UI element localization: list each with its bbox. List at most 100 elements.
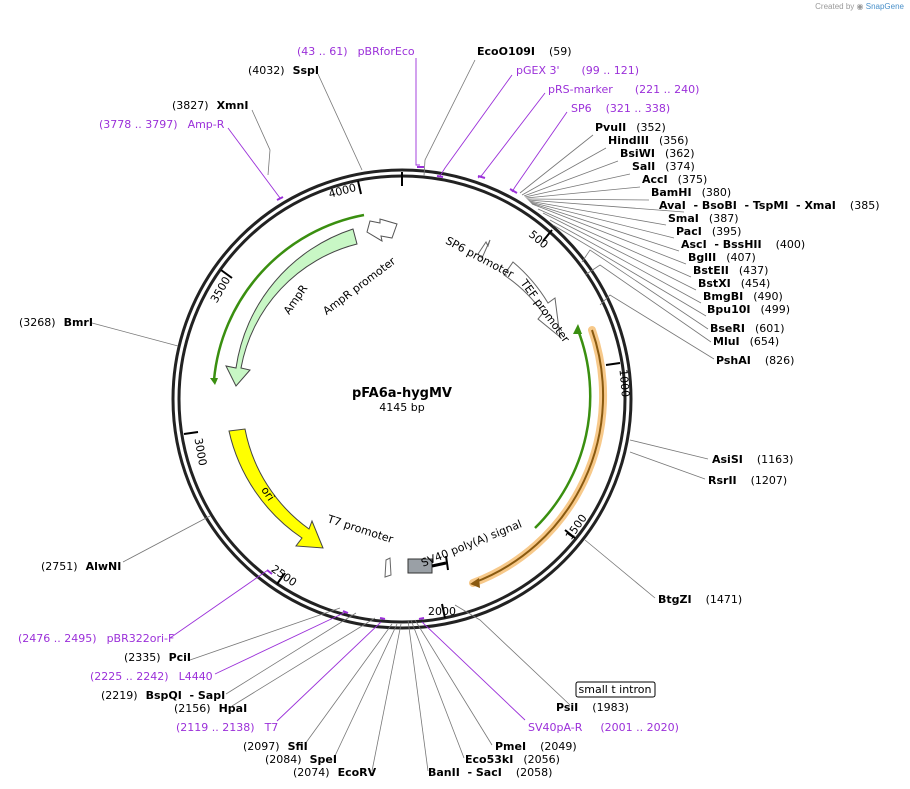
enzyme-name-bglii: BglII (688, 251, 716, 264)
feature-label-sp6-promoter: SP6 promoter (443, 234, 516, 281)
tick-label-3000: 3000 (192, 437, 210, 467)
primer-name-pbr322ori-f: pBR322ori-F (107, 632, 175, 645)
enzyme-label-sfii: (2097) SfiI (243, 740, 308, 753)
primer-range-pbrforeco: (43 .. 61) (297, 45, 348, 58)
hyg-orange-arc-glow (469, 326, 608, 587)
hyg-orange-arc (472, 329, 605, 584)
primer-name-sp6: SP6 (571, 102, 592, 115)
tick-label-2000: 2000 (428, 605, 456, 618)
enzyme-pos-ecoo109i: (59) (549, 45, 572, 58)
enzyme-name-hpai: HpaI (219, 702, 248, 715)
ampr-orf-arrowhead (210, 378, 218, 385)
sv40-line (431, 561, 447, 568)
enzyme-name-bamhi: BamHI (651, 186, 692, 199)
enzyme-name-paci: PacI (676, 225, 702, 238)
enzyme-label-bmgbi: BmgBI(490) (703, 290, 783, 303)
enzyme-label-pshai: PshAI(826) (716, 354, 794, 367)
enzyme-label-bspqi: (2219)BspQI - SapI (101, 689, 225, 702)
enzyme-name-ecoo109i: EcoO109I (477, 45, 535, 58)
enzyme-name-smai: SmaI (668, 212, 699, 225)
enzyme-name-pshai: PshAI (716, 354, 751, 367)
enzyme-pos-spei: (2084) (265, 753, 302, 766)
snapgene-logo-icon: ◉ (856, 2, 864, 11)
enzyme-name-psii: PsiI (556, 701, 578, 714)
enzyme-label-bmri: (3268)BmrI (19, 316, 93, 329)
primer-leader-lines (169, 58, 568, 722)
credit-brand: SnapGene (865, 2, 904, 11)
enzyme-pos-bamhi: (380) (702, 186, 732, 199)
small-t-intron-box (575, 681, 656, 698)
enzyme-name-mlui: MluI (713, 335, 740, 348)
primer-range-sv40pa-r: (2001 .. 2020) (600, 721, 679, 734)
enzyme-label-asci: AscI - BssHII(400) (681, 238, 805, 251)
enzyme-label-hindiii: HindIII (356) (608, 134, 689, 147)
ampr-orf-line (212, 213, 365, 381)
tef-promoter-arrow (503, 261, 561, 339)
ori-arrow (228, 428, 324, 549)
enzyme-name-pcii: PciI (169, 651, 191, 664)
enzyme-pos-asci: (400) (776, 238, 806, 251)
enzyme-name-sspi: SspI (293, 64, 319, 77)
enzyme-name-banii: BanII - SacI (428, 766, 502, 779)
primer-name-t7: T7 (264, 721, 279, 734)
enzyme-name-bmri: BmrI (64, 316, 93, 329)
enzyme-pos-bpu10i: (499) (761, 303, 791, 316)
tick-label-1000: 1000 (617, 369, 632, 398)
enzyme-pos-pmei: (2049) (540, 740, 577, 753)
enzyme-name-sali: SalI (632, 160, 655, 173)
enzyme-name-spei: SpeI (310, 753, 337, 766)
enzyme-pos-banii: (2058) (516, 766, 553, 779)
enzyme-name-hindiii: HindIII (608, 134, 649, 147)
hyg-orf-line (534, 329, 592, 529)
enzyme-label-alwni: (2751) AlwNI (41, 560, 121, 573)
enzyme-name-sfii: SfiI (288, 740, 308, 753)
feature-label-ampr: AmpR (281, 282, 311, 317)
enzyme-pos-sfii: (2097) (243, 740, 280, 753)
plasmid-size: 4145 bp (379, 401, 424, 414)
enzyme-label-xmni: (3827)XmnI (172, 99, 248, 112)
tick-label-2500: 2500 (269, 562, 299, 589)
enzyme-leader-lines-left (91, 73, 402, 772)
enzyme-pos-smai: (387) (709, 212, 739, 225)
enzyme-pos-alwni: (2751) (41, 560, 78, 573)
enzyme-label-avai: AvaI - BsoBI - TspMI - XmaI(385) (659, 199, 880, 212)
enzyme-name-bmgbi: BmgBI (703, 290, 743, 303)
ampr-promoter-arrow (366, 218, 398, 243)
enzyme-label-bglii: BglII(407) (688, 251, 756, 264)
enzyme-label-btgzi: BtgZI(1471) (658, 593, 742, 606)
primer-range-pgex3: (99 .. 121) (582, 64, 640, 77)
enzyme-pos-ecorv: (2074) (293, 766, 330, 779)
enzyme-pos-hindiii: (356) (659, 134, 689, 147)
enzyme-pos-paci: (395) (712, 225, 742, 238)
enzyme-label-bseri: BseRI(601) (710, 322, 785, 335)
enzyme-name-bsiwi: BsiWI (620, 147, 655, 160)
enzyme-name-avai: AvaI - BsoBI - TspMI - XmaI (659, 199, 836, 212)
primer-range-t7: (2119 .. 2138) (176, 721, 255, 734)
enzyme-name-bsteii: BstEII (693, 264, 729, 277)
enzyme-label-banii: BanII - SacI (2058) (428, 766, 552, 779)
enzyme-label-ecoo109i: EcoO109I (59) (477, 45, 572, 58)
enzyme-label-pvuii: PvuII(352) (595, 121, 666, 134)
primer-label-prs-marker: pRS-marker(221 .. 240) (548, 83, 699, 96)
primer-label-amp-r: (3778 .. 3797)Amp-R (99, 118, 225, 131)
primer-range-sp6: (321 .. 338) (606, 102, 671, 115)
tick-label-4000: 4000 (327, 181, 357, 201)
enzyme-name-acci: AccI (642, 173, 668, 186)
primer-label-pgex3: pGEX 3'(99 .. 121) (516, 64, 639, 77)
feature-label-tef-promoter: TEF promoter (517, 276, 572, 345)
enzyme-name-btgzi: BtgZI (658, 593, 692, 606)
primer-label-pbr322ori-f: (2476 .. 2495)pBR322ori-F (18, 632, 174, 645)
enzyme-pos-bseri: (601) (755, 322, 785, 335)
enzyme-label-acci: AccI(375) (642, 173, 707, 186)
enzyme-name-alwni: AlwNI (86, 560, 122, 573)
position-ticks (183, 172, 621, 619)
primer-label-sv40pa-r: SV40pA-R(2001 .. 2020) (528, 721, 679, 734)
enzyme-name-ecorv: EcoRV (338, 766, 377, 779)
enzyme-pos-pcii: (2335) (124, 651, 161, 664)
enzyme-pos-bsteii: (437) (739, 264, 769, 277)
primer-label-pbrforeco: (43 .. 61)pBRforEco (297, 45, 415, 58)
enzyme-leader-lines (407, 59, 715, 772)
enzyme-label-bsteii: BstEII (437) (693, 264, 768, 277)
enzyme-label-ecorv: (2074) EcoRV (293, 766, 377, 779)
ampr-arrow (225, 228, 358, 387)
